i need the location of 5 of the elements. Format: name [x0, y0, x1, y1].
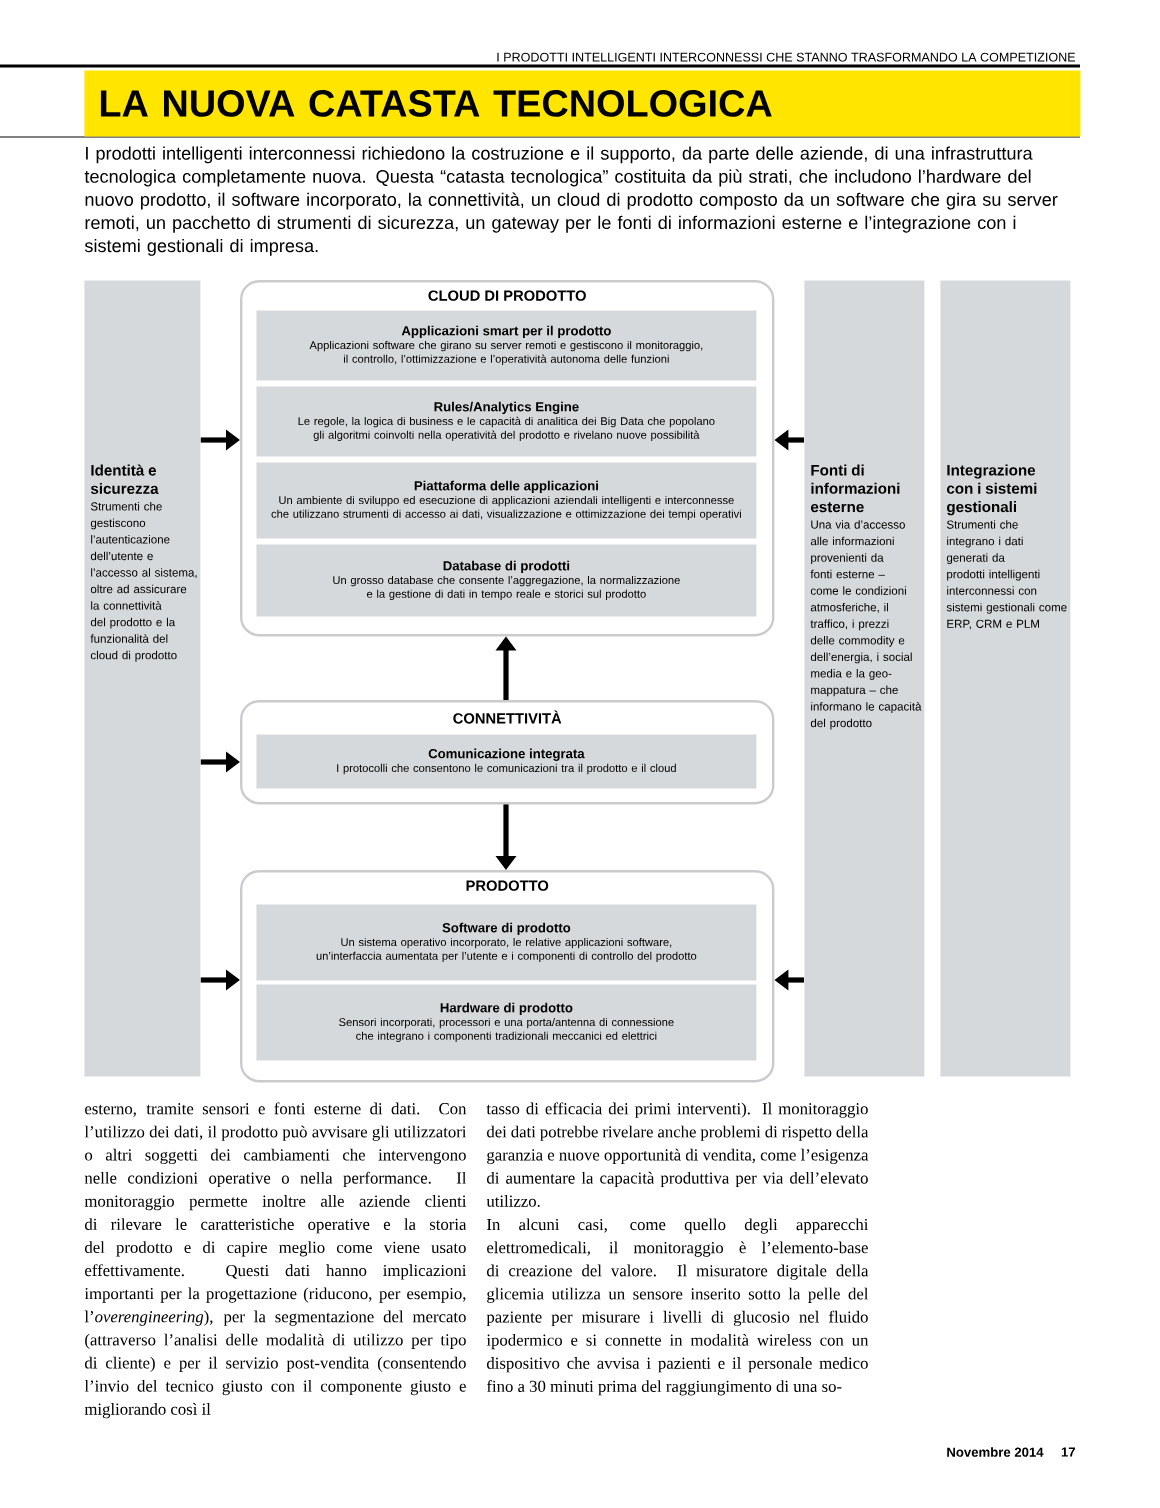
intro-text: I prodotti intelligenti interconnessi richiedono la costruzione e il supporto, da parte delle aziende, di una infrastruttura tecnologica completamente nuova. Questa “catasta tecnologica” costituita da più strati, che includono l’hardware del nuovo prodotto, il software incorporato, la connettività, un cloud di prodotto composto da un software che gira su server remoti, un pacchetto di strumenti di sicurezza, un gateway per le fonti di informazioni esterne e l’integrazione con i sistemi gestionali di impresa. — [84, 146, 1058, 256]
body-text: esterno, tramite sensori e fonti esterne di dati. Con l’utilizzo dei dati, il prodotto può avvisare gli utilizzatori o altri soggetti dei cambiamenti che intervengono nelle condizioni operative o nella performance. Il monitoraggio permette inoltre alle aziende clienti di rilevare le caratteristiche operative e la storia del prodotto e di capire meglio come viene usato effettivamente. Questi dati hanno implicazioni importanti per la progettazione (riducono, per esempio, l’overengineering), per la segmentazione del mercato (attraverso l’analisi delle modalità di utilizzo per tipo di cliente) e per il servizio post-vendita (consentendo l’invio del tecnico giusto con il componente giusto e migliorando così il — [84, 1102, 467, 1419]
body-text: tasso di efficacia dei primi interventi). Il monitoraggio dei dati potrebbe rivelare anche problemi di rispetto della garanzia e nuove opportunità di vendita, come l’esigenza di aumentare la capacità produttiva per via dell’elevato utilizzo. — [486, 1102, 869, 1207]
title-banner: LA NUOVA CATASTA TECNOLOGICA — [84, 70, 1081, 137]
body-text: In alcuni casi, come quello degli apparecchi elettromedicali, il monitoraggio è l’elemento-base di creazione del valore. Il misuratore digitale della glicemia utilizza un sensore inserito sotto la pelle del paziente per misurare i livelli di glucosio nel fluido ipodermico e si connette in modalità wireless con un dispositivo che avvisa i pazienti e il personale medico fino a 30 minuti prima del raggiungimento di una so- — [486, 1218, 869, 1396]
